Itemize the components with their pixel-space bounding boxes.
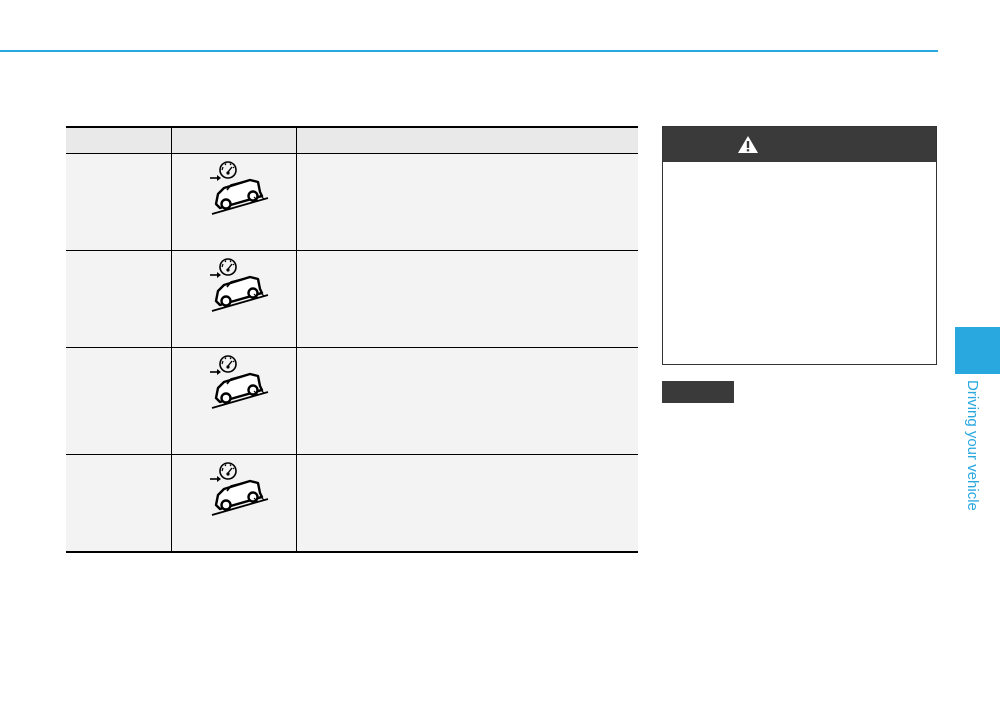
section-tab-label: Driving your vehicle	[964, 380, 981, 511]
warning-header	[663, 127, 936, 162]
table-header-cell	[66, 128, 172, 153]
row-label	[66, 455, 172, 551]
header-rule	[0, 50, 938, 52]
row-icon-cell	[172, 154, 297, 250]
table-row	[66, 455, 638, 551]
table-row	[66, 154, 638, 251]
table-row	[66, 251, 638, 348]
row-label	[66, 154, 172, 250]
hill-descent-car-gauge-icon	[206, 461, 270, 517]
hill-descent-car-gauge-icon	[206, 257, 270, 313]
notice-label	[662, 381, 734, 403]
row-icon-cell	[172, 455, 297, 551]
row-label	[66, 348, 172, 454]
row-label	[66, 251, 172, 347]
warning-box	[662, 126, 937, 365]
row-icon-cell	[172, 348, 297, 454]
row-description	[297, 348, 638, 454]
table-header-cell	[172, 128, 297, 153]
table-header-cell	[297, 128, 638, 153]
row-description	[297, 154, 638, 250]
table-row	[66, 348, 638, 455]
hill-descent-car-gauge-icon	[206, 354, 270, 410]
hill-descent-car-gauge-icon	[206, 160, 270, 216]
section-tab[interactable]	[955, 327, 1000, 374]
warning-body	[663, 162, 936, 178]
row-icon-cell	[172, 251, 297, 347]
hill-descent-table	[66, 126, 638, 553]
row-description	[297, 455, 638, 551]
table-header	[66, 128, 638, 154]
warning-triangle-icon	[737, 135, 759, 154]
row-description	[297, 251, 638, 347]
